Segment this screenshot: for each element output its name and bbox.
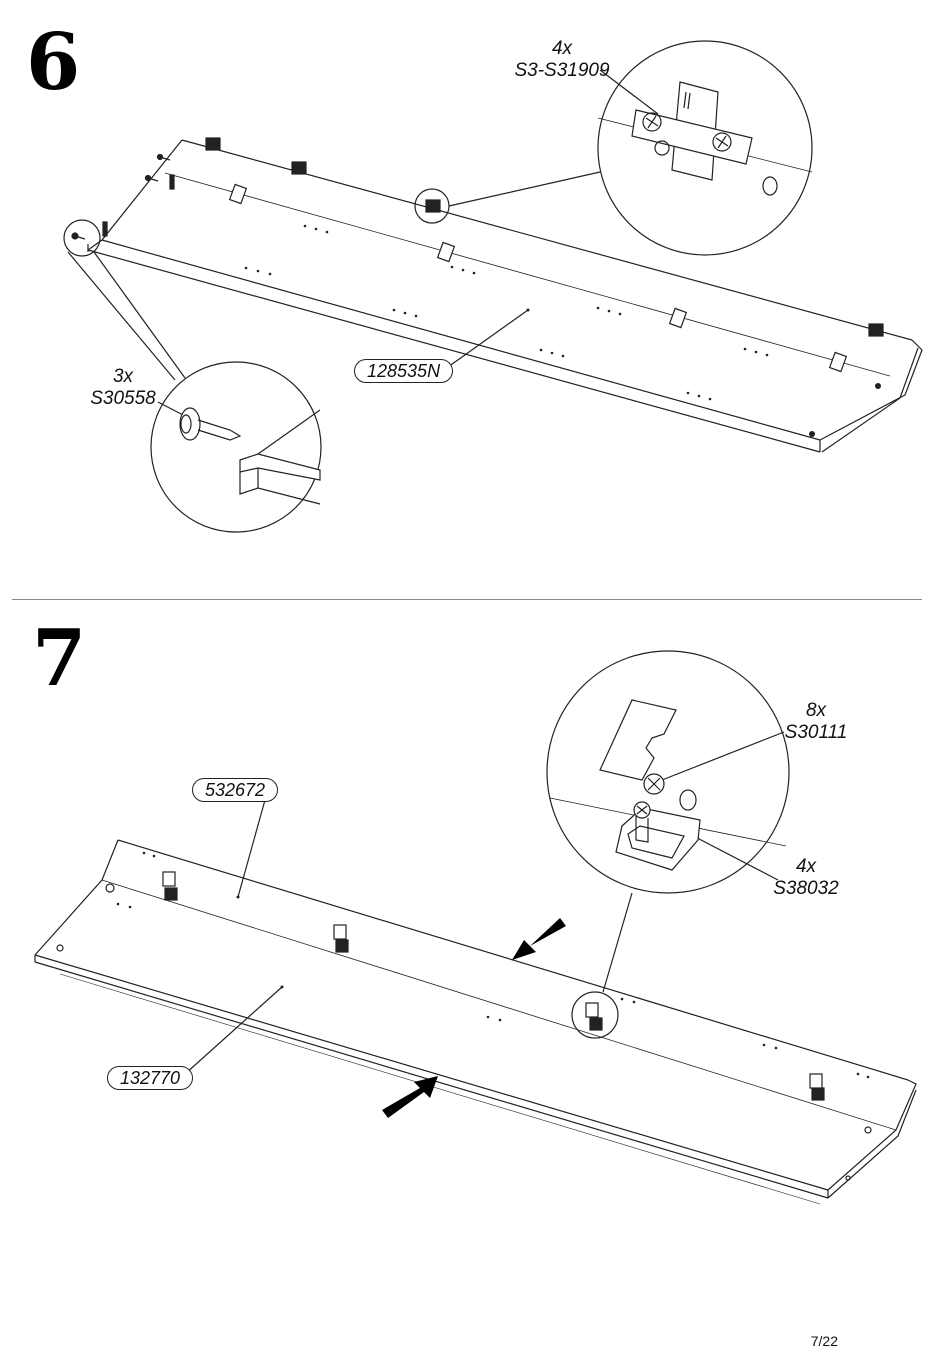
callout-qty: 3x	[112, 366, 134, 387]
step7-part-label-bottom: 132770	[107, 1066, 194, 1090]
callout-code: S30111	[784, 722, 848, 743]
callout-qty: 4x	[795, 856, 817, 877]
step6-cam-locks	[205, 137, 884, 337]
step6-callout-cam-lock: 4x S3-S31909	[512, 38, 612, 82]
step7-arrow-bottom	[382, 1076, 438, 1118]
step7-holes	[116, 851, 870, 1079]
step7-detail-marker	[571, 991, 619, 1039]
step6-part-label: 128535N	[354, 359, 454, 383]
step7-part-label-top: 532672	[192, 778, 279, 802]
step7-shims	[162, 871, 823, 1089]
step7-magnified-bracket	[549, 699, 787, 871]
step6-number: 6	[26, 17, 81, 108]
step6-callout-screw: 3x S30558	[78, 366, 168, 410]
step6-dowel-slots	[228, 183, 848, 373]
callout-qty: 4x	[551, 38, 573, 59]
step7-brackets	[164, 887, 825, 1101]
step7-number: 7	[32, 613, 87, 704]
step6-magnified-screw	[179, 407, 321, 505]
step6-holes	[244, 224, 881, 437]
callout-code: S3-S31909	[514, 60, 610, 81]
step6-panel	[87, 139, 923, 453]
step-divider	[12, 599, 922, 600]
step6-detail-magnifier-cam	[597, 40, 813, 256]
callout-code: S30558	[90, 388, 156, 409]
step6-detail-magnifier-screw	[150, 361, 322, 533]
callout-code: S38032	[773, 878, 839, 899]
step7-arrow-top	[512, 918, 566, 960]
step7-callout-screw: 8x S30111	[772, 700, 860, 744]
callout-qty: 8x	[805, 700, 827, 721]
page-number: 7/22	[810, 1333, 838, 1349]
step7-callout-bracket: 4x S38032	[762, 856, 850, 900]
step6-magnified-cam-lock	[597, 81, 813, 196]
step7-detail-magnifier	[546, 650, 790, 894]
step6-screws	[71, 153, 175, 240]
step6-detail-marker-screw	[63, 219, 101, 257]
